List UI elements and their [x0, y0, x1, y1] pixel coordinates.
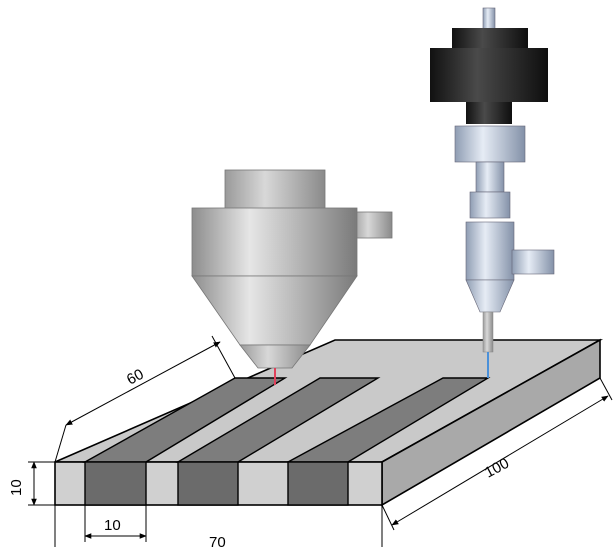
dimension-depth-label: 100	[482, 455, 512, 482]
dimension-slot-width-label: 10	[104, 517, 121, 534]
dimension-width-label: 70	[209, 534, 226, 547]
slot-front-1	[84, 461, 147, 506]
dimension-slot-width: 10	[84, 505, 147, 542]
waterjet-nozzle-icon	[430, 7, 555, 378]
dimension-height-label: 10	[8, 479, 25, 496]
dimension-length: 60	[54, 335, 236, 463]
dimension-height: 10	[8, 461, 55, 506]
workpiece-block	[54, 338, 604, 507]
slot-front-3	[287, 461, 349, 506]
laser-nozzle-icon	[191, 169, 393, 385]
dimension-length-label: 60	[124, 366, 147, 389]
slot-front-2	[177, 461, 239, 506]
